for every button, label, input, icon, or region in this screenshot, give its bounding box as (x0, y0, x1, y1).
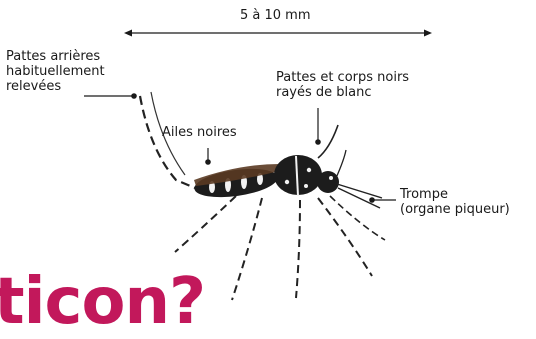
cropped-heading: ticon? (0, 270, 205, 334)
mosquito-diagram: 5 à 10 mm (0, 0, 536, 323)
callout-legs-body: Pattes et corps noirs rayés de blanc (276, 70, 409, 100)
callout-hind-legs: Pattes arrières habituellement relevées (6, 49, 105, 94)
callout-proboscis: Trompe (organe piqueur) (400, 187, 510, 217)
callout-wings: Ailes noires (162, 125, 237, 140)
